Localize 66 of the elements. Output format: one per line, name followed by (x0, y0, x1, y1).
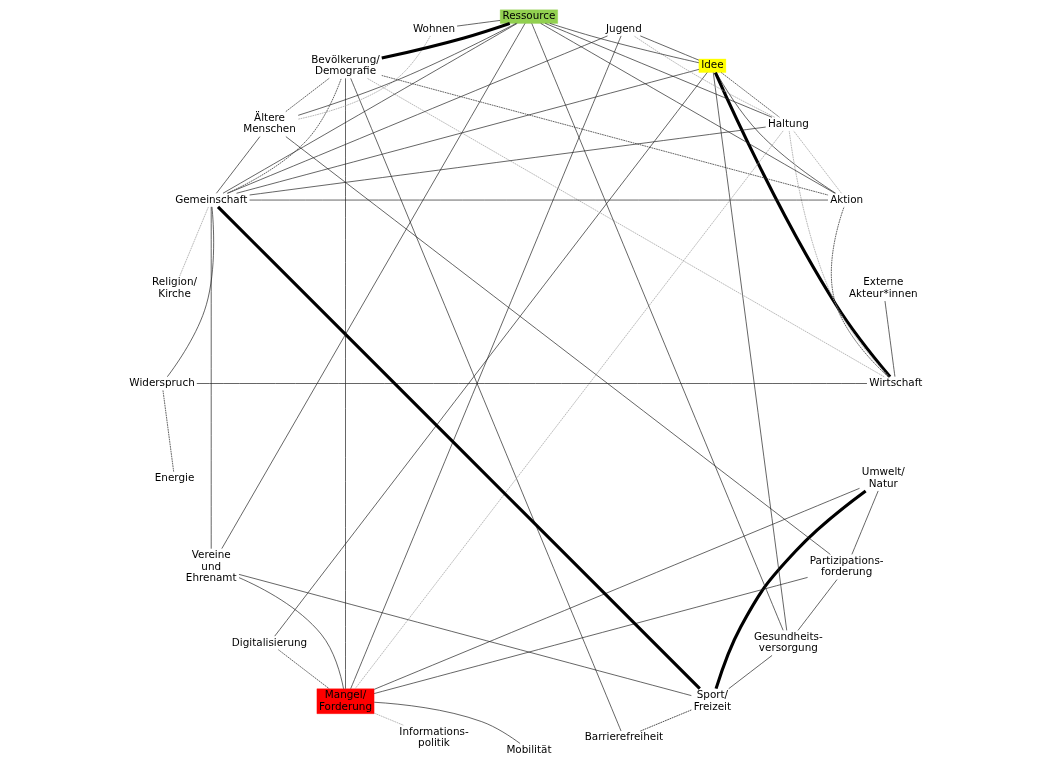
connector (633, 35, 775, 118)
connector (639, 35, 699, 61)
connector (712, 72, 787, 631)
connector (178, 206, 209, 277)
connector (216, 205, 701, 690)
node-text: Informations- politik (398, 724, 469, 749)
connector (792, 130, 842, 194)
connector (456, 20, 500, 27)
connector (277, 649, 329, 689)
node-text: Haltung (767, 116, 809, 129)
connector (380, 75, 828, 196)
node-box: Ressource (499, 9, 558, 24)
node-text: Ältere Menschen (242, 110, 296, 135)
connector (162, 389, 174, 472)
connector (788, 130, 889, 377)
node-text: Gesundheits- versorgung (753, 629, 823, 654)
connector (226, 35, 608, 194)
node-text: Sport/ Freizeit (693, 688, 731, 712)
node-text: Wirtschaft (868, 376, 922, 389)
connector (196, 383, 867, 384)
connector (851, 490, 878, 555)
connector (715, 72, 836, 194)
connector (366, 77, 884, 378)
node-text: Gemeinschaft (174, 192, 247, 205)
connector (344, 78, 346, 690)
connector (248, 126, 766, 196)
node-text: Bevölkerung/ Demografie (310, 52, 380, 77)
connector (373, 701, 520, 744)
node-text: Religion/ Kirche (151, 275, 197, 299)
connector (248, 199, 828, 201)
connector (720, 72, 780, 118)
node-box: Idee (698, 58, 726, 73)
connector (215, 136, 260, 194)
node-box: Mangel/ Forderung (316, 688, 374, 714)
connector (373, 577, 808, 694)
node-text: Aktion (829, 192, 863, 205)
connector (713, 71, 891, 378)
connector (373, 712, 404, 726)
connector (238, 574, 692, 696)
node-text: Digitalisierung (231, 635, 307, 648)
node-text: Energie (154, 471, 194, 484)
node-text: Wohnen (412, 21, 455, 34)
connector (830, 206, 888, 377)
connector (226, 78, 342, 194)
connector (284, 77, 330, 112)
connector (714, 489, 867, 690)
connector (884, 300, 895, 377)
node-text: Partizipations- forderung (809, 553, 884, 578)
node-text: Umwelt/ Natur (861, 465, 905, 489)
connector (797, 579, 837, 631)
node-text: Widerspruch (128, 376, 195, 389)
connector (373, 487, 860, 690)
connector (166, 206, 214, 378)
connector (354, 130, 783, 689)
connector (727, 655, 772, 690)
node-text: Jugend (605, 21, 642, 34)
connector (297, 35, 431, 120)
connector (639, 709, 692, 732)
node-text: Externe Akteur*innen (848, 275, 918, 299)
node-text: Mobilität (505, 742, 551, 755)
node-text: Vereine und Ehrenamt (185, 548, 237, 583)
connector (273, 72, 708, 637)
connector (285, 136, 831, 555)
node-text: Barrierefreiheit (584, 730, 663, 743)
connector (235, 69, 699, 194)
connector (238, 577, 344, 690)
